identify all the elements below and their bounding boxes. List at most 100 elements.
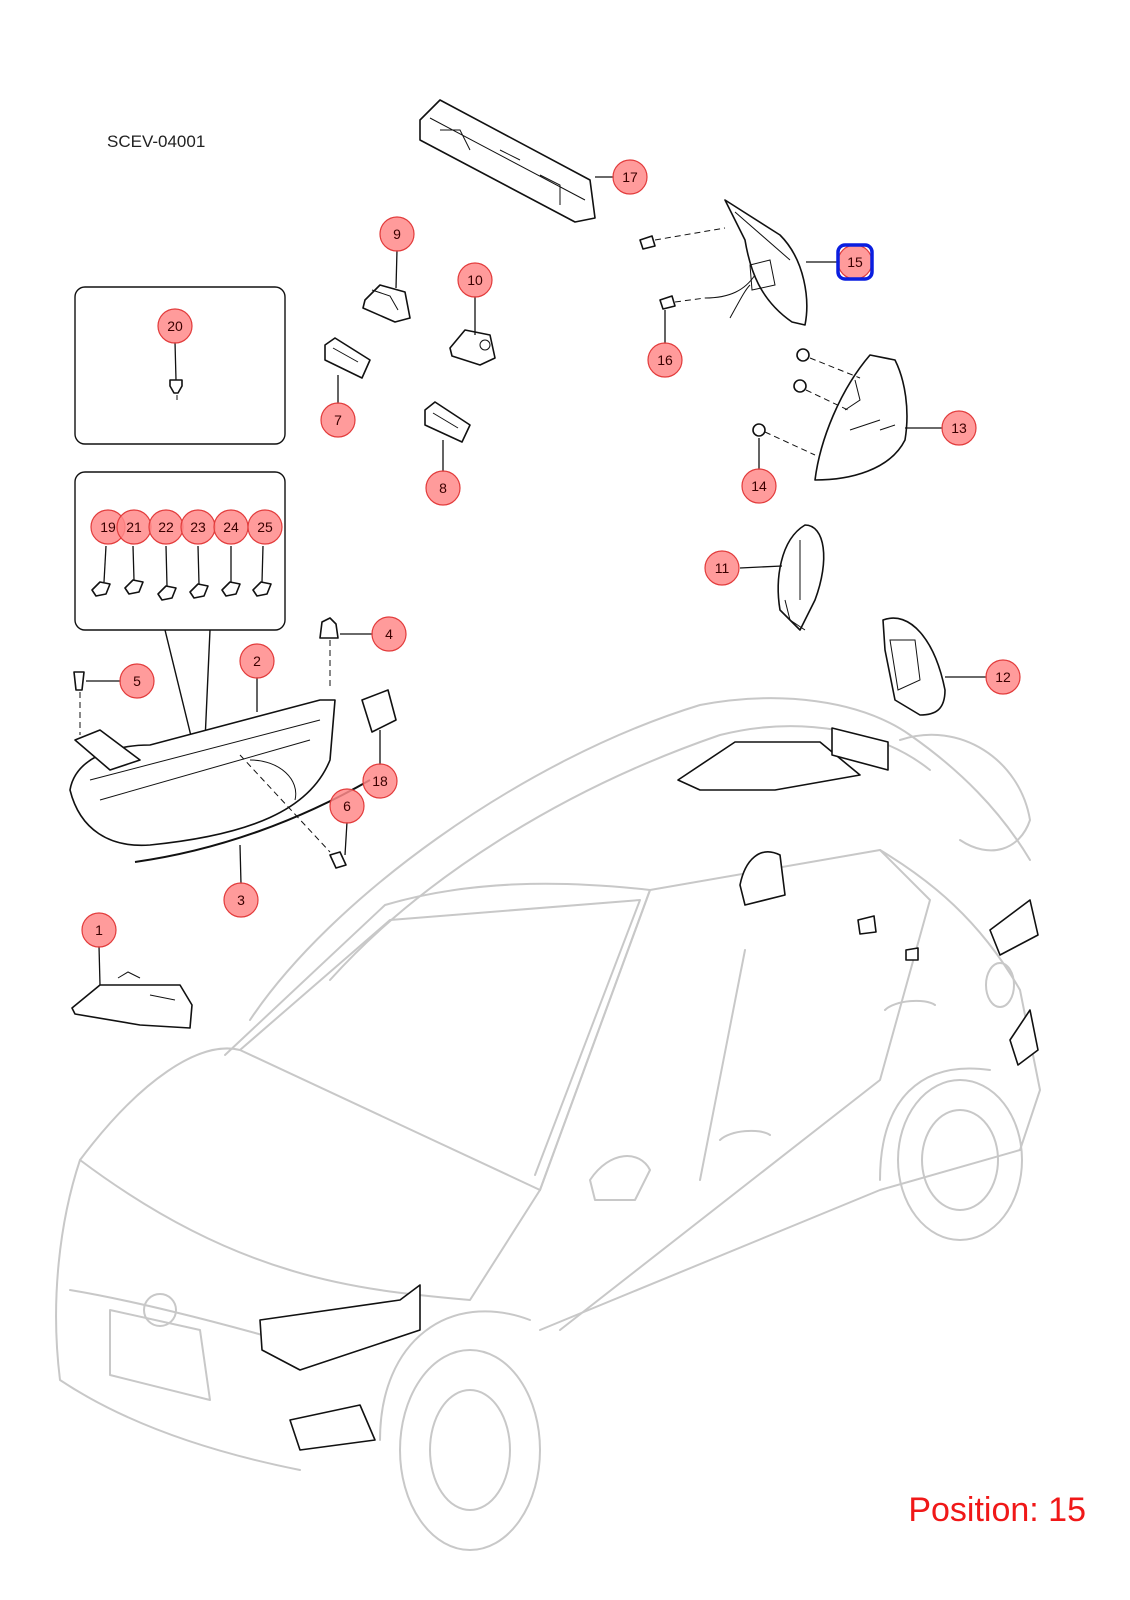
- part-rear-lamp-outer: [704, 199, 808, 326]
- callout-number: 10: [467, 272, 483, 288]
- callout-number: 5: [133, 673, 141, 689]
- part-nut-13b: [793, 379, 807, 393]
- callout-22[interactable]: 22: [148, 509, 184, 545]
- callout-number: 16: [657, 352, 673, 368]
- part-bolt-5: [73, 671, 85, 691]
- callout-18[interactable]: 18: [362, 763, 398, 799]
- callout-number: 21: [126, 519, 142, 535]
- callout-number: 4: [385, 626, 393, 642]
- part-license-lamp-7: [324, 337, 371, 379]
- callout-circle: [81, 912, 117, 948]
- callout-number: 3: [237, 892, 245, 908]
- callout-15[interactable]: 15: [836, 243, 874, 281]
- callout-3[interactable]: 3: [223, 882, 259, 918]
- part-nut-14: [752, 423, 766, 437]
- leader-lines: [86, 176, 987, 986]
- part-bracket-module-10: [449, 329, 496, 366]
- callout-10[interactable]: 10: [457, 262, 493, 298]
- callout-23[interactable]: 23: [180, 509, 216, 545]
- part-bracket-module-9: [362, 284, 411, 323]
- callout-number: 17: [622, 169, 638, 185]
- callout-24[interactable]: 24: [213, 509, 249, 545]
- callout-circle: [741, 468, 777, 504]
- callout-14[interactable]: 14: [741, 468, 777, 504]
- part-bolt-6: [329, 851, 347, 869]
- callout-number: 13: [951, 420, 967, 436]
- callout-circle: [704, 550, 740, 586]
- callout-number: 20: [167, 318, 183, 334]
- callout-6[interactable]: 6: [329, 788, 365, 824]
- callout-number: 6: [343, 798, 351, 814]
- callout-number: 14: [751, 478, 767, 494]
- callout-number: 24: [223, 519, 239, 535]
- callout-circle: [247, 509, 283, 545]
- callout-number: 8: [439, 480, 447, 496]
- part-tail-lamp: [882, 617, 946, 716]
- callout-4[interactable]: 4: [371, 616, 407, 652]
- callout-11[interactable]: 11: [704, 550, 740, 586]
- position-readout: Position: 15: [908, 1491, 1086, 1529]
- callout-number: 18: [372, 773, 388, 789]
- callout-19[interactable]: 19: [90, 509, 126, 545]
- callout-number: 25: [257, 519, 273, 535]
- callout-number: 23: [190, 519, 206, 535]
- part-high-mount-stop-lamp: [419, 99, 596, 223]
- callout-circle: [647, 342, 683, 378]
- callout-circle: [379, 216, 415, 252]
- callout-16[interactable]: 16: [647, 342, 683, 378]
- vehicle-outline: [55, 697, 1041, 1551]
- callout-8[interactable]: 8: [425, 470, 461, 506]
- inset-frame-bulbs: [74, 471, 286, 631]
- part-rear-reflector: [814, 354, 908, 481]
- callout-number: 19: [100, 519, 116, 535]
- callout-circle: [239, 643, 275, 679]
- callout-circle: [320, 402, 356, 438]
- callout-2[interactable]: 2: [239, 643, 275, 679]
- callout-circle: [362, 763, 398, 799]
- callout-circle: [329, 788, 365, 824]
- callout-13[interactable]: 13: [941, 410, 977, 446]
- callout-12[interactable]: 12: [985, 659, 1021, 695]
- part-ballast-18: [361, 689, 397, 733]
- callout-25[interactable]: 25: [247, 509, 283, 545]
- callout-7[interactable]: 7: [320, 402, 356, 438]
- callout-number: 11: [715, 560, 730, 576]
- callout-20[interactable]: 20: [157, 308, 193, 344]
- part-cap-4: [319, 617, 339, 639]
- part-headlamp-assembly: [69, 699, 336, 847]
- callout-5[interactable]: 5: [119, 663, 155, 699]
- callout-number: 12: [995, 669, 1011, 685]
- callout-number: 15: [847, 254, 863, 270]
- callout-circle: [457, 262, 493, 298]
- callout-17[interactable]: 17: [612, 159, 648, 195]
- assembly-lines: [79, 227, 861, 853]
- callout-9[interactable]: 9: [379, 216, 415, 252]
- callout-number: 22: [158, 519, 174, 535]
- callout-number: 7: [334, 412, 342, 428]
- callout-circle: [157, 308, 193, 344]
- part-bulbs: [91, 579, 272, 601]
- callout-number: 1: [95, 922, 103, 938]
- part-clip-20: [169, 379, 183, 394]
- callout-number: 2: [253, 653, 261, 669]
- part-interior-lamp-8: [424, 401, 471, 443]
- callout-number: 9: [393, 226, 401, 242]
- callout-1[interactable]: 1: [81, 912, 117, 948]
- callout-circle: [425, 470, 461, 506]
- callout-21[interactable]: 21: [116, 509, 152, 545]
- callout-circle: [612, 159, 648, 195]
- diagram-code: SCEV-04001: [107, 132, 206, 151]
- selected-highlight: [836, 243, 874, 281]
- part-nut-13a: [796, 348, 810, 362]
- part-fog-lamp: [71, 971, 193, 1029]
- part-nut-16: [659, 295, 676, 310]
- callout-circle: [371, 616, 407, 652]
- part-nut-15: [639, 235, 656, 250]
- callout-circle: [941, 410, 977, 446]
- part-side-lamp: [777, 524, 825, 631]
- callout-circle: [985, 659, 1021, 695]
- callout-circle: [119, 663, 155, 699]
